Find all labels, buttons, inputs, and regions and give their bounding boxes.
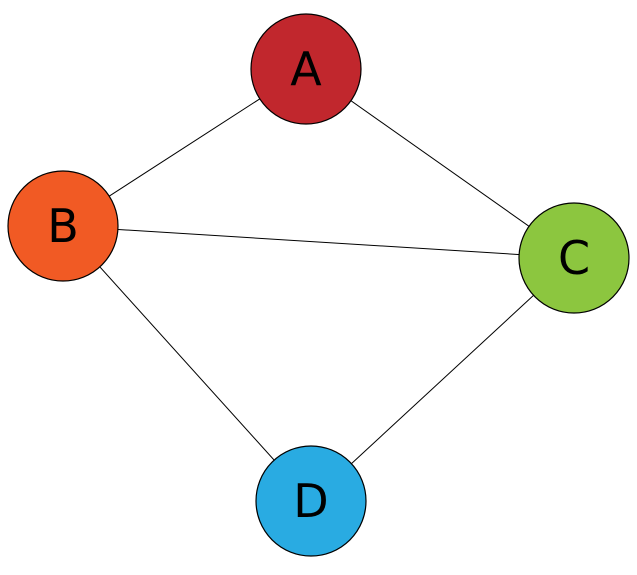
node-b-circle xyxy=(7,170,119,282)
node-d: D xyxy=(255,445,367,557)
edge-b-d xyxy=(62,225,312,502)
node-a-label: A xyxy=(290,42,322,96)
node-c-circle xyxy=(518,202,630,314)
node-a: A xyxy=(250,13,362,125)
nodes-layer: A B C D xyxy=(7,13,630,557)
edge-c-d xyxy=(310,257,575,502)
edges-layer xyxy=(62,68,575,502)
node-c: C xyxy=(518,202,630,314)
node-d-circle xyxy=(255,445,367,557)
edge-b-c xyxy=(62,225,575,259)
node-b: B xyxy=(7,170,119,282)
node-b-label: B xyxy=(47,199,79,253)
node-d-label: D xyxy=(293,474,328,528)
node-c-label: C xyxy=(558,231,590,285)
node-a-circle xyxy=(250,13,362,125)
